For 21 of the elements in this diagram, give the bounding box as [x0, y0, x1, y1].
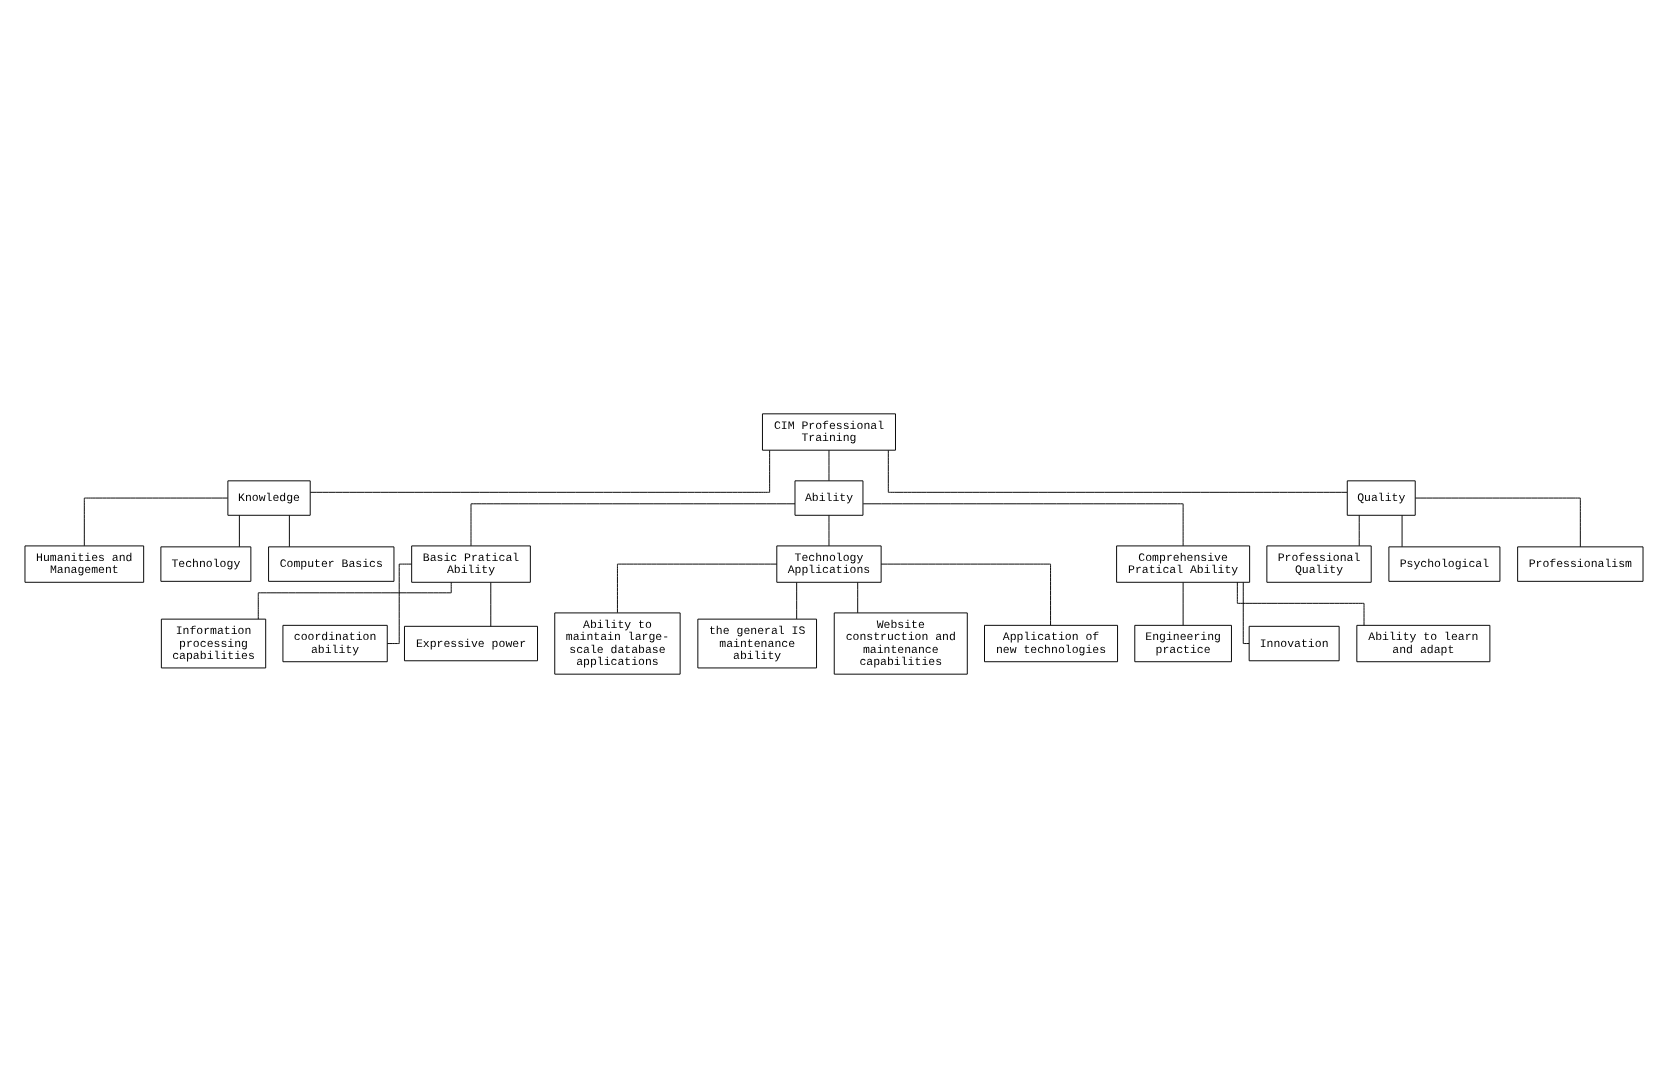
connector [309, 449, 771, 493]
connector [1415, 497, 1581, 548]
connector [828, 514, 830, 547]
connector [257, 581, 452, 620]
connector [887, 449, 1348, 493]
connector [796, 582, 798, 620]
connector [470, 503, 796, 547]
connector [857, 582, 859, 614]
connector [880, 563, 1052, 626]
connector [862, 503, 1184, 547]
connector [386, 563, 412, 644]
connector [828, 449, 830, 482]
connector [1242, 582, 1250, 644]
connector [616, 563, 778, 614]
connector [238, 514, 240, 548]
connector [288, 514, 290, 548]
connector [83, 497, 229, 547]
connector [1182, 582, 1184, 626]
connector [1358, 514, 1360, 547]
connector [1401, 514, 1403, 548]
connector [490, 582, 492, 627]
